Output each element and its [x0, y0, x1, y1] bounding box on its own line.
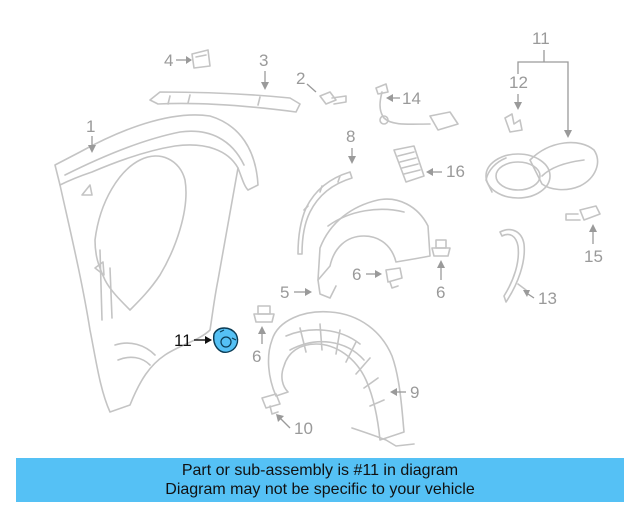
callout-label: 14	[402, 89, 421, 108]
trim-strip-part	[297, 171, 353, 255]
stud-part-left	[253, 305, 275, 323]
module-part	[393, 145, 425, 183]
leader-arrow	[348, 156, 356, 164]
leader-arrow	[258, 326, 266, 334]
callout-label: 4	[164, 51, 173, 70]
leader-arrow	[437, 260, 445, 268]
callout-label: 11	[532, 29, 550, 48]
callout-label: 15	[584, 247, 603, 266]
leader-arrow	[186, 56, 192, 64]
leader-arrow	[386, 94, 393, 102]
callout-label: 10	[294, 419, 313, 438]
callout-label: 6	[436, 283, 445, 302]
leader-arrow	[390, 388, 397, 396]
clip-part	[385, 267, 403, 289]
leader-arrow	[305, 288, 312, 296]
callout-label: 6	[252, 347, 261, 366]
leader-arrow-11	[205, 336, 212, 344]
leader-arrow	[261, 82, 269, 90]
callout-label: 13	[538, 289, 557, 308]
bracket-part	[191, 49, 211, 69]
leader-line	[517, 50, 569, 132]
quarter-panel-part	[54, 114, 259, 413]
callout-label-11: 11	[174, 331, 192, 350]
fuel-door-part	[485, 113, 599, 199]
callout-label: 8	[346, 127, 355, 146]
leader-arrow	[375, 270, 382, 278]
info-banner: Part or sub-assembly is #11 in diagram D…	[16, 458, 624, 502]
callout-label: 5	[280, 283, 289, 302]
highlighted-part-11[interactable]	[213, 327, 239, 353]
fender-part	[317, 198, 431, 299]
leader-arrow	[426, 168, 433, 176]
banner-line-2: Diagram may not be specific to your vehi…	[165, 481, 475, 498]
bolt-part	[319, 91, 347, 105]
callout-label: 6	[352, 265, 361, 284]
callout-label: 1	[86, 117, 95, 136]
leader-line	[527, 293, 535, 299]
leader-arrow	[589, 224, 597, 232]
callout-label: 9	[410, 383, 419, 402]
leader-arrow	[88, 145, 96, 153]
bolt-part-10	[261, 393, 281, 415]
callout-label: 12	[509, 73, 528, 92]
bolt-part-16	[565, 205, 601, 221]
stud-part-right	[431, 239, 451, 257]
callout-label: 16	[446, 162, 465, 181]
molding-strip-part	[149, 91, 301, 113]
leader-arrow	[276, 414, 284, 422]
banner-line-1: Part or sub-assembly is #11 in diagram	[181, 462, 459, 479]
leader-arrow	[514, 102, 522, 110]
callout-label: 2	[296, 69, 305, 88]
leader-arrow	[564, 130, 572, 138]
leader-line	[306, 83, 317, 93]
leader-line	[279, 417, 291, 429]
wiring-harness-part	[375, 83, 459, 131]
wheelhouse-liner-part	[267, 310, 415, 447]
drain-tube-part	[499, 228, 527, 303]
callout-label: 3	[259, 51, 268, 70]
leader-arrow	[523, 290, 530, 297]
